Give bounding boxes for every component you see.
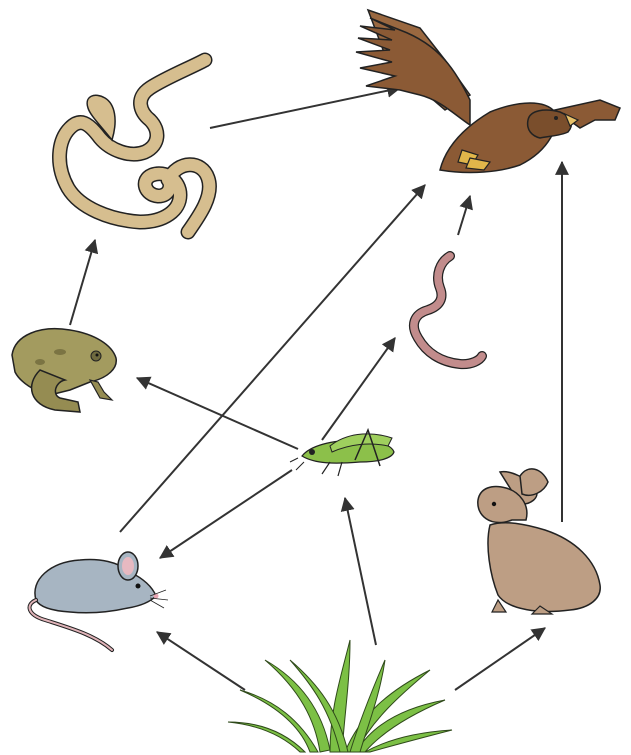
- eagle-icon: [356, 10, 620, 172]
- frog-icon: [12, 329, 116, 412]
- arrow-grass-to-grasshopper: [345, 498, 376, 645]
- arrow-grass-to-rabbit: [455, 628, 545, 690]
- worm-icon: [414, 256, 482, 364]
- snake-icon: [60, 60, 210, 232]
- mouse-icon: [30, 552, 168, 650]
- arrow-worm-to-eagle: [458, 196, 470, 235]
- arrow-grasshopper-to-mouse: [160, 470, 292, 558]
- arrow-grasshopper-to-worm: [322, 338, 395, 440]
- rabbit-icon: [478, 469, 600, 614]
- arrow-grass-to-mouse: [157, 632, 245, 690]
- grass-icon: [228, 640, 452, 752]
- arrow-snake-to-eagle: [210, 88, 400, 128]
- grasshopper-icon: [290, 430, 394, 476]
- arrow-frog-to-snake: [70, 240, 95, 325]
- arrow-grasshopper-to-frog: [137, 378, 298, 449]
